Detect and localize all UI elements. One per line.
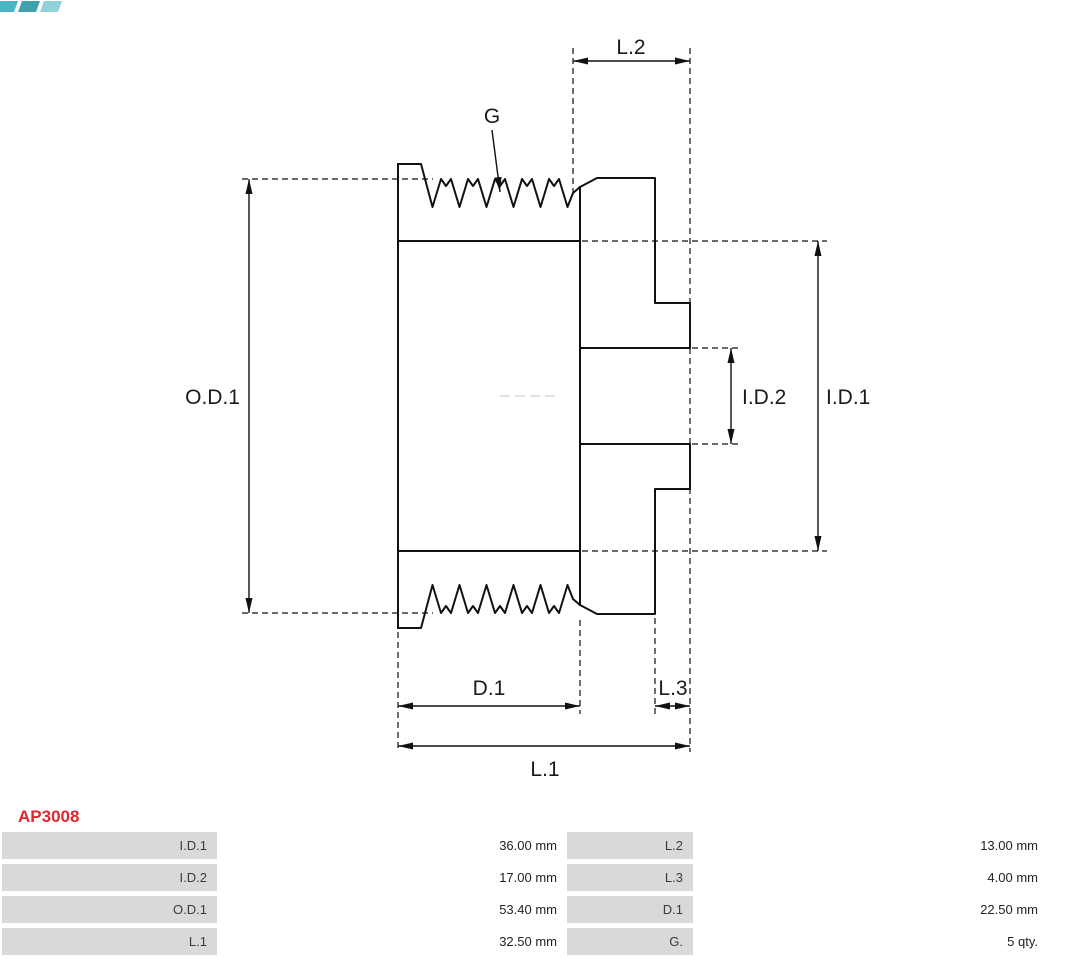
pulley-top-profile	[397, 163, 691, 349]
dim-label-id2: I.D.2	[742, 386, 786, 409]
logo-fragment-svg	[0, 1, 62, 12]
spec-label: I.D.2	[2, 864, 217, 891]
spec-label: G.	[567, 928, 693, 955]
dim-label-l3: L.3	[658, 677, 687, 700]
dim-label-g: G	[484, 105, 500, 128]
as-pl-logo-fragment-icon	[0, 0, 70, 18]
drawing-area: L.2 G O.D.1 I.D.2 I.D.1 D.1 L.3 L.1	[185, 36, 870, 781]
spec-label: I.D.1	[2, 832, 217, 859]
spec-label: L.1	[2, 928, 217, 955]
dim-label-l2: L.2	[616, 36, 645, 59]
spec-label: L.3	[567, 864, 693, 891]
spec-value: 5 qty.	[693, 928, 1048, 955]
spec-label: D.1	[567, 896, 693, 923]
spec-value: 53.40 mm	[217, 896, 567, 923]
table-row: L.1 32.50 mm G. 5 qty.	[2, 928, 1048, 955]
dimension-lines	[245, 57, 822, 750]
spec-value: 36.00 mm	[217, 832, 567, 859]
leader-line-g	[491, 129, 502, 193]
table-row: I.D.2 17.00 mm L.3 4.00 mm	[2, 864, 1048, 891]
spec-label: O.D.1	[2, 896, 217, 923]
pulley-outline	[397, 163, 691, 629]
spec-value: 17.00 mm	[217, 864, 567, 891]
pulley-bottom-profile	[397, 443, 691, 629]
spec-value: 32.50 mm	[217, 928, 567, 955]
spec-label: L.2	[567, 832, 693, 859]
spec-value: 4.00 mm	[693, 864, 1048, 891]
dim-label-id1: I.D.1	[826, 386, 870, 409]
spec-table: I.D.1 36.00 mm L.2 13.00 mm I.D.2 17.00 …	[2, 827, 1048, 960]
extension-lines	[242, 48, 827, 752]
pulley-technical-drawing: L.2 G O.D.1 I.D.2 I.D.1 D.1 L.3 L.1	[185, 36, 870, 781]
dim-label-d1: D.1	[473, 677, 506, 700]
table-row: I.D.1 36.00 mm L.2 13.00 mm	[2, 832, 1048, 859]
spec-value: 22.50 mm	[693, 896, 1048, 923]
product-code: AP3008	[18, 807, 80, 826]
spec-value: 13.00 mm	[693, 832, 1048, 859]
table-row: O.D.1 53.40 mm D.1 22.50 mm	[2, 896, 1048, 923]
dim-label-od1: O.D.1	[185, 386, 240, 409]
dim-label-l1: L.1	[530, 758, 559, 781]
